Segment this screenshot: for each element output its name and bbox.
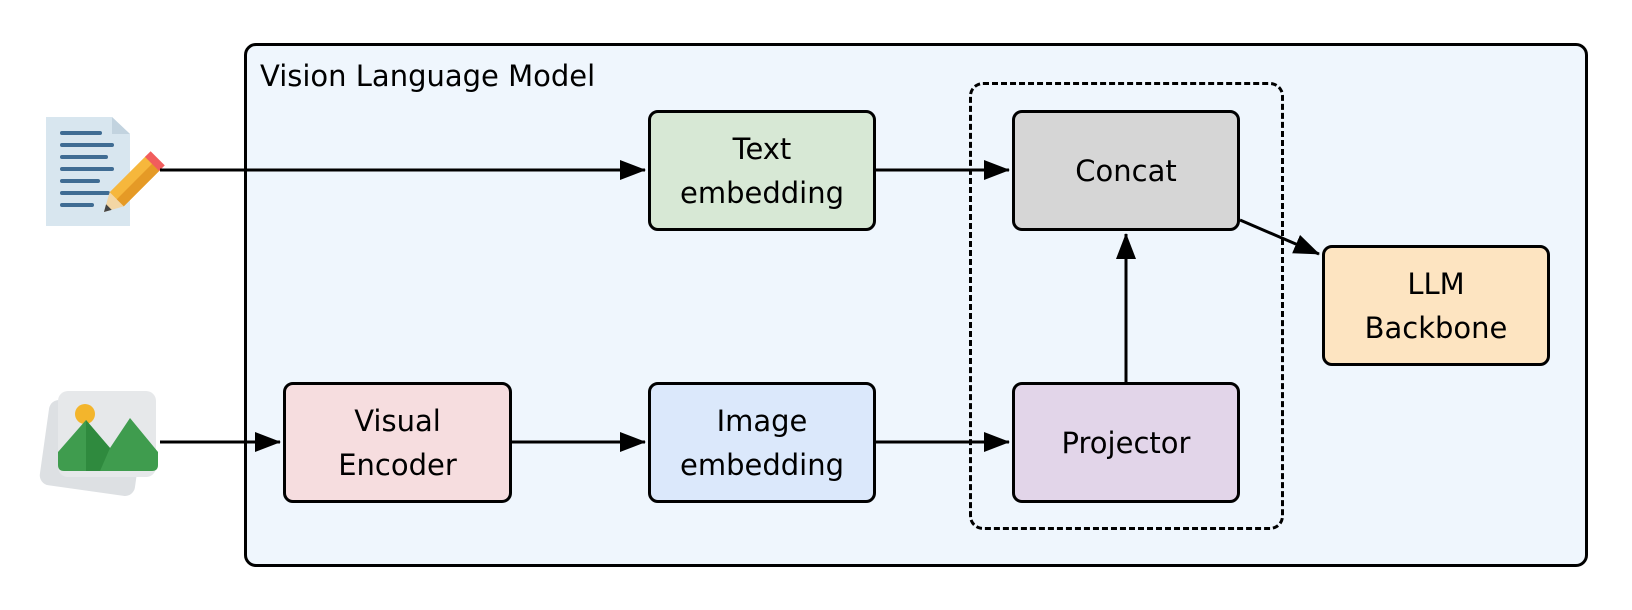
image-embedding-label: Image embedding — [679, 403, 844, 482]
visual-encoder-node: Visual Encoder — [283, 382, 512, 503]
projector-node: Projector — [1012, 382, 1240, 503]
arrow-concat-to-llm-backbone — [1239, 218, 1320, 256]
projector-label: Projector — [1061, 425, 1191, 460]
concat-node: Concat — [1012, 110, 1240, 231]
concat-label: Concat — [1075, 153, 1177, 188]
document-pencil-icon — [46, 117, 165, 226]
text-embedding-label: Text embedding — [679, 131, 844, 210]
image-landscape-icon — [39, 391, 158, 496]
visual-encoder-label: Visual Encoder — [338, 403, 457, 482]
llm-backbone-label: LLM Backbone — [1364, 266, 1508, 345]
image-embedding-node: Image embedding — [648, 382, 876, 503]
text-embedding-node: Text embedding — [648, 110, 876, 231]
container-title: Vision Language Model — [260, 59, 596, 93]
dashed-group-box — [969, 82, 1284, 530]
llm-backbone-node: LLM Backbone — [1322, 245, 1550, 366]
